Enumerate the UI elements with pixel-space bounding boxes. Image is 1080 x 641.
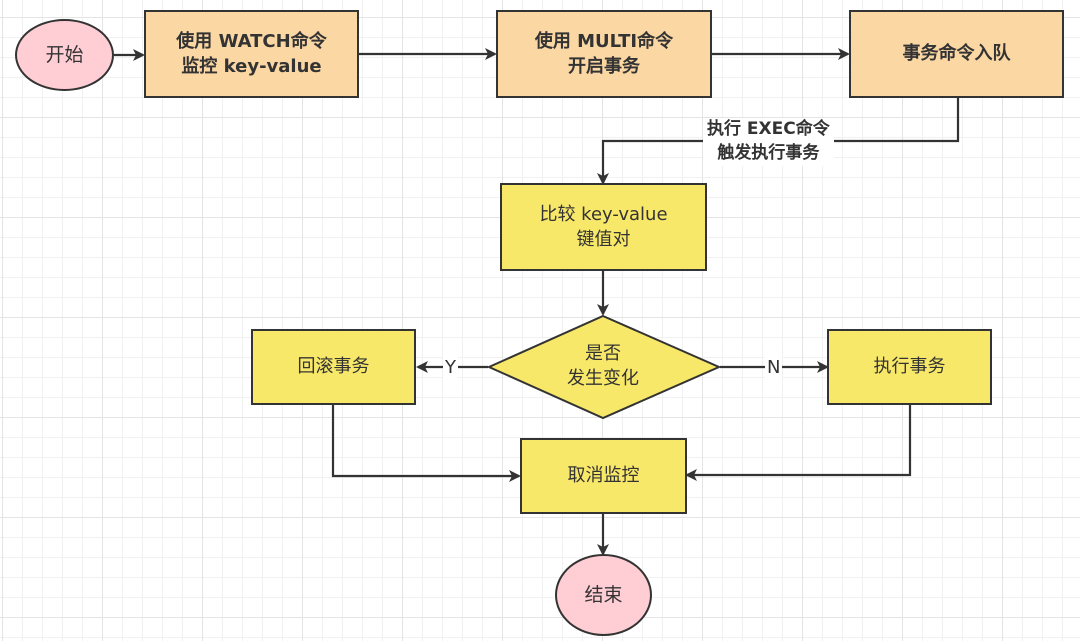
exec-label-line1: 执行 EXEC命令 (707, 119, 830, 139)
enqueue-label: 事务命令入队 (902, 43, 1011, 65)
watch-label-line1: 使用 WATCH命令 (176, 30, 327, 52)
compare-label-line2: 键值对 (576, 229, 631, 250)
end-node[interactable]: 结束 (555, 554, 652, 636)
edge-rollback-unwatch (331, 404, 521, 482)
no-label: N (765, 355, 783, 381)
multi-label-line1: 使用 MULTI命令 (534, 30, 674, 52)
exec-edge-label: 执行 EXEC命令 触发执行事务 (703, 118, 834, 166)
yes-label: Y (443, 355, 458, 381)
execute-label: 执行事务 (873, 356, 946, 378)
watch-node[interactable]: 使用 WATCH命令 监控 key-value (144, 10, 359, 98)
multi-label-line2: 开启事务 (567, 56, 640, 77)
decision-node[interactable]: 是否 发生变化 (530, 330, 676, 402)
multi-node[interactable]: 使用 MULTI命令 开启事务 (496, 10, 712, 98)
decision-label-line1: 是否 (585, 342, 621, 364)
enqueue-node[interactable]: 事务命令入队 (849, 10, 1064, 98)
edge-execute-unwatch (685, 404, 912, 481)
rollback-node[interactable]: 回滚事务 (251, 329, 416, 405)
unwatch-label: 取消监控 (567, 465, 640, 487)
compare-label-line1: 比较 key-value (539, 203, 668, 225)
execute-node[interactable]: 执行事务 (827, 329, 992, 405)
compare-node[interactable]: 比较 key-value 键值对 (500, 183, 707, 271)
start-label: 开始 (45, 43, 84, 66)
rollback-label: 回滚事务 (297, 356, 370, 378)
watch-label-line2: 监控 key-value (181, 56, 322, 77)
start-node[interactable]: 开始 (15, 19, 114, 91)
end-label: 结束 (584, 583, 623, 606)
unwatch-node[interactable]: 取消监控 (520, 438, 687, 514)
exec-label-line2: 触发执行事务 (717, 142, 820, 163)
decision-label-line2: 发生变化 (567, 368, 639, 389)
decision-diamond-shape (486, 314, 722, 420)
